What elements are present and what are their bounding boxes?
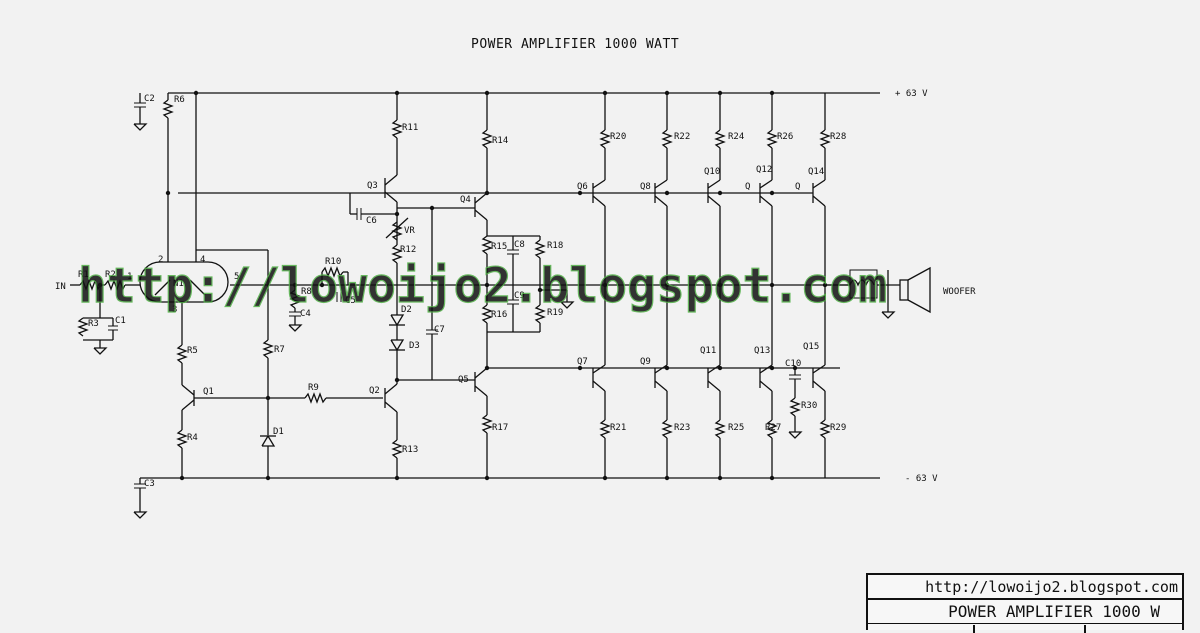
ic-pin-2: 2 bbox=[158, 255, 163, 265]
q8-label: Q8 bbox=[640, 182, 651, 192]
r16-label: R16 bbox=[491, 310, 507, 320]
woofer-label: WOOFER bbox=[943, 287, 976, 297]
positive-rail-label: + 63 V bbox=[895, 89, 928, 99]
q12-label: Q12 bbox=[756, 165, 772, 175]
output-stage-upper: R20 Q6 R22 Q8 R24 Q10 R26 Q12 Q R28 Q14 … bbox=[577, 93, 846, 285]
r17-label: R17 bbox=[492, 423, 508, 433]
r21-label: R21 bbox=[610, 423, 626, 433]
c4-label: C4 bbox=[300, 309, 311, 319]
c1-label: C1 bbox=[115, 316, 126, 326]
q14-label: Q14 bbox=[808, 167, 824, 177]
junction-dots bbox=[97, 90, 828, 481]
input-section: IN R1 R2 R3 C1 bbox=[55, 270, 140, 355]
output-stage-lower: Q7 R21 Q9 R23 Q11 R25 Q13 R27 Q15 R29 C1… bbox=[577, 285, 846, 478]
diagram-title: POWER AMPLIFIER 1000 WATT bbox=[471, 37, 679, 52]
r9-label: R9 bbox=[308, 383, 319, 393]
r7-label: R7 bbox=[274, 345, 285, 355]
q7-label: Q7 bbox=[577, 357, 588, 367]
q9-label: Q9 bbox=[640, 357, 651, 367]
q5-label: Q5 bbox=[458, 375, 469, 385]
ic-pin-4: 4 bbox=[200, 255, 205, 265]
r22-label: R22 bbox=[674, 132, 690, 142]
r20-label: R20 bbox=[610, 132, 626, 142]
title-block: http://lowoijo2.blogspot.com POWER AMPLI… bbox=[866, 573, 1184, 633]
r30-label: R30 bbox=[801, 401, 817, 411]
r4-label: R4 bbox=[187, 433, 198, 443]
r5-label: R5 bbox=[187, 346, 198, 356]
vr-label: VR bbox=[404, 226, 415, 236]
q2-label: Q2 bbox=[369, 386, 380, 396]
negative-rail-label: - 63 V bbox=[905, 474, 938, 484]
q13-label: Q13 bbox=[754, 346, 770, 356]
negative-rail: - 63 V bbox=[140, 474, 938, 484]
ic-name: N1 bbox=[173, 279, 184, 289]
r12-label: R12 bbox=[400, 245, 416, 255]
r3-label: R3 bbox=[88, 319, 99, 329]
r2-label: R2 bbox=[105, 270, 116, 280]
r11-label: R11 bbox=[402, 123, 418, 133]
c9-label: C9 bbox=[514, 291, 525, 301]
q10-label: Q10 bbox=[704, 167, 720, 177]
c6-label: C6 bbox=[366, 216, 377, 226]
r26-label: R26 bbox=[777, 132, 793, 142]
title-block-url: http://lowoijo2.blogspot.com bbox=[868, 575, 1182, 600]
r15-label: R15 bbox=[491, 242, 507, 252]
q1-label: Q1 bbox=[203, 387, 214, 397]
r19-label: R19 bbox=[547, 308, 563, 318]
r8-label: R8 bbox=[301, 287, 312, 297]
r24-label: R24 bbox=[728, 132, 744, 142]
c7-label: C7 bbox=[434, 325, 445, 335]
title-block-divider bbox=[1084, 625, 1086, 633]
q4-label: Q4 bbox=[460, 195, 471, 205]
q3-label: Q3 bbox=[367, 181, 378, 191]
r23-label: R23 bbox=[674, 423, 690, 433]
input-label: IN bbox=[55, 282, 66, 292]
d2-label: D2 bbox=[401, 305, 412, 315]
r13-label: R13 bbox=[402, 445, 418, 455]
d1-label: D1 bbox=[273, 427, 284, 437]
c5-label: C5 bbox=[345, 296, 356, 306]
r1-label: R1 bbox=[78, 270, 89, 280]
ic-pin-1: 1 bbox=[127, 272, 132, 282]
woofer-output: WOOFER bbox=[825, 266, 976, 319]
r10-label: R10 bbox=[325, 257, 341, 267]
r28-label: R28 bbox=[830, 132, 846, 142]
c2-label: C2 bbox=[144, 94, 155, 104]
q11-label: Q11 bbox=[700, 346, 716, 356]
d3-label: D3 bbox=[409, 341, 420, 351]
q-label-1: Q bbox=[745, 182, 750, 192]
r14-label: R14 bbox=[492, 136, 508, 146]
r27-label: R27 bbox=[765, 423, 781, 433]
c8-label: C8 bbox=[514, 240, 525, 250]
positive-rail: + 63 V bbox=[168, 89, 928, 99]
c3-label: C3 bbox=[144, 479, 155, 489]
title-block-name: POWER AMPLIFIER 1000 W bbox=[868, 600, 1182, 624]
ic-pin-3: 3 bbox=[172, 305, 177, 315]
ic-pin-5: 5 bbox=[234, 272, 239, 282]
ic-n1: N1 1 2 3 4 5 bbox=[127, 255, 239, 315]
r6-label: R6 bbox=[174, 95, 185, 105]
q15-label: Q15 bbox=[803, 342, 819, 352]
title-block-divider bbox=[973, 625, 975, 633]
q6-label: Q6 bbox=[577, 182, 588, 192]
c10-label: C10 bbox=[785, 359, 801, 369]
r25-label: R25 bbox=[728, 423, 744, 433]
watermark-text: http://lowoijo2.blogspot.com bbox=[78, 258, 887, 314]
q-label-2: Q bbox=[795, 182, 800, 192]
r18-label: R18 bbox=[547, 241, 563, 251]
r29-label: R29 bbox=[830, 423, 846, 433]
